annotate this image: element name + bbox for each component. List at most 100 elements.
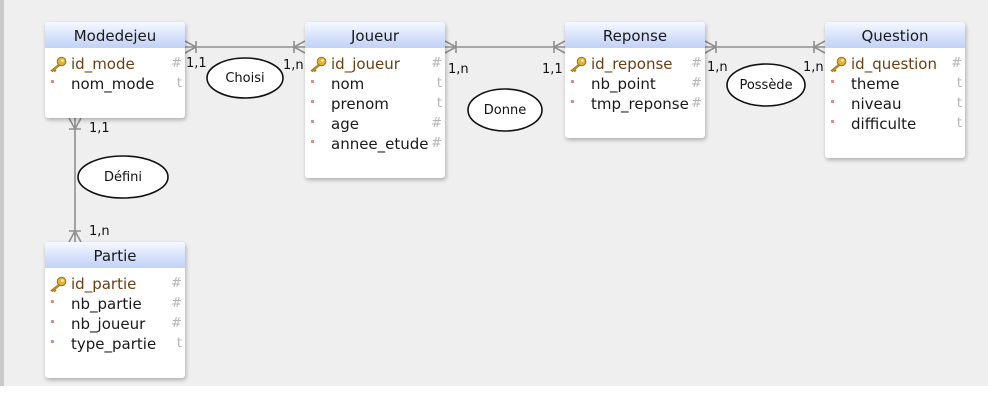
attribute-row[interactable]: nb_point# (565, 74, 705, 94)
attribute-bullet-icon (311, 80, 314, 83)
attribute-name: type_partie (71, 335, 157, 353)
entity-fields: id_reponse#nb_point#tmp_reponse# (565, 48, 705, 122)
attribute-name: id_partie (71, 275, 137, 293)
attribute-type: t (436, 96, 442, 111)
attribute-bullet-icon (51, 80, 54, 83)
attribute-row[interactable]: tmp_reponse# (565, 94, 705, 114)
relation-choisi-ellipse[interactable] (206, 57, 284, 99)
relation-possede-ellipse[interactable] (726, 63, 806, 107)
attribute-name: nb_partie (71, 295, 142, 313)
attribute-type: # (951, 56, 962, 71)
attribute-row[interactable]: prenom t (305, 94, 445, 114)
entity-modedejeu[interactable]: Modedejeu id_mode # nom_mode t (45, 22, 185, 118)
attribute-name: annee_etude (331, 135, 429, 153)
attribute-bullet-icon (51, 300, 54, 303)
crowfoot-modedejeu (184, 40, 198, 54)
attribute-name: id_question (851, 55, 937, 73)
attribute-bullet-icon (831, 100, 834, 103)
attribute-row[interactable]: nom_mode t (45, 74, 185, 94)
entity-fields: id_question # theme t niveau t difficulte t (825, 48, 965, 142)
attribute-name: id_joueur (331, 55, 400, 73)
entity-fields: id_partie # nb_partie # nb_joueur#type_parti… (45, 268, 185, 362)
card-possede-question: 1,n (803, 60, 824, 75)
attribute-row[interactable]: theme t (825, 74, 965, 94)
attribute-row[interactable]: annee_etude# (305, 134, 445, 154)
relation-defini-label: Défini (104, 170, 142, 185)
key-icon (309, 56, 327, 73)
attribute-type: t (956, 76, 962, 91)
attribute-row[interactable]: id_mode # (45, 54, 185, 74)
attribute-name: theme (851, 75, 900, 93)
attribute-row[interactable]: nom t (305, 74, 445, 94)
attribute-row[interactable]: id_reponse# (565, 54, 705, 74)
crowfoot-reponse-possede (704, 40, 718, 54)
card-choisi-joueur: 1,n (283, 58, 304, 73)
attribute-row[interactable]: difficulte t (825, 114, 965, 134)
attribute-type: # (171, 296, 182, 311)
relation-defini-ellipse[interactable] (77, 155, 169, 199)
attribute-row[interactable]: nb_joueur# (45, 314, 185, 334)
attribute-row[interactable]: id_partie # (45, 274, 185, 294)
attribute-name: tmp_reponse (591, 95, 689, 113)
attribute-bullet-icon (51, 340, 54, 343)
entity-title: Joueur (305, 22, 445, 48)
attribute-bullet-icon (311, 100, 314, 103)
attribute-bullet-icon (831, 120, 834, 123)
card-defini-modedejeu: 1,1 (89, 121, 110, 136)
attribute-bullet-icon (831, 80, 834, 83)
card-possede-reponse: 1,n (707, 60, 728, 75)
attribute-name: nom_mode (71, 75, 155, 93)
attribute-row[interactable]: age # (305, 114, 445, 134)
relation-donne-ellipse[interactable] (467, 88, 543, 132)
relation-possede-label: Possède (739, 78, 792, 93)
card-donne-reponse: 1,1 (542, 62, 563, 77)
attribute-type: # (691, 56, 702, 71)
attribute-row[interactable]: id_joueur# (305, 54, 445, 74)
entity-fields: id_mode # nom_mode t (45, 48, 185, 102)
attribute-name: difficulte (851, 115, 917, 133)
attribute-row[interactable]: niveau t (825, 94, 965, 114)
entity-title: Reponse (565, 22, 705, 48)
attribute-bullet-icon (311, 140, 314, 143)
crowfoot-modedejeu-defini (68, 117, 82, 131)
attribute-type: t (436, 76, 442, 91)
relation-choisi-label: Choisi (225, 71, 264, 86)
attribute-name: age (331, 115, 359, 133)
crowfoot-reponse-donne (552, 40, 566, 54)
attribute-type: t (176, 76, 182, 91)
attribute-name: nb_joueur (71, 315, 146, 333)
attribute-name: nom (331, 75, 365, 93)
attribute-row[interactable]: type_partie t (45, 334, 185, 354)
attribute-type: t (956, 96, 962, 111)
card-defini-partie: 1,n (89, 224, 110, 239)
attribute-row[interactable]: nb_partie # (45, 294, 185, 314)
attribute-name: niveau (851, 95, 902, 113)
attribute-type: # (431, 116, 442, 131)
entity-partie[interactable]: Partie id_partie # nb_partie # nb_joueur#typ… (45, 242, 185, 378)
crowfoot-partie-defini (68, 229, 82, 243)
entity-reponse[interactable]: Reponse id_reponse#nb_point#tmp_reponse# (565, 22, 705, 138)
attribute-name: nb_point (591, 75, 656, 93)
attribute-bullet-icon (571, 100, 574, 103)
crowfoot-question-possede (812, 40, 826, 54)
attribute-name: id_mode (71, 55, 135, 73)
attribute-type: t (176, 336, 182, 351)
entity-title: Partie (45, 242, 185, 268)
attribute-type: # (171, 276, 182, 291)
attribute-type: t (956, 116, 962, 131)
attribute-row[interactable]: id_question # (825, 54, 965, 74)
card-donne-joueur: 1,n (448, 62, 469, 77)
entity-title: Modedejeu (45, 22, 185, 48)
relation-donne-label: Donne (484, 103, 526, 118)
attribute-type: # (431, 136, 442, 151)
entity-title: Question (825, 22, 965, 48)
card-choisi-modedejeu: 1,1 (186, 56, 207, 71)
attribute-type: # (691, 96, 702, 111)
attribute-type: # (171, 56, 182, 71)
crowfoot-joueur-donne (444, 40, 458, 54)
attribute-bullet-icon (51, 320, 54, 323)
attribute-name: prenom (331, 95, 389, 113)
crowfoot-joueur-choisi (292, 40, 306, 54)
